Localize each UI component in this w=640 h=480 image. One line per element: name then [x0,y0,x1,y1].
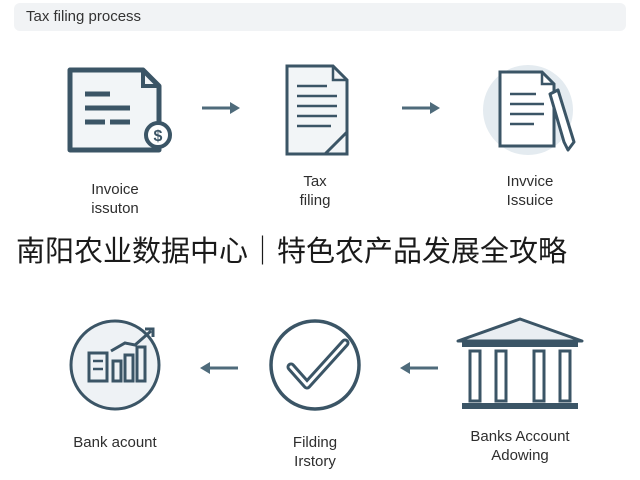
title-bar: Tax filing process [14,3,626,31]
arrow-right-2 [402,102,440,114]
arrow-left-2 [400,362,438,374]
signed-document-icon [483,65,576,155]
checkmark-circle-icon [269,319,361,411]
bank-building-icon [456,317,584,409]
tax-document-icon [285,64,349,156]
banner-text: 南阳农业数据中心｜特色农产品发展全攻略 [16,234,568,268]
node-bank-acount: Bank acount [45,315,185,452]
svg-text:$: $ [154,128,163,145]
arrow-right-1 [202,102,240,114]
arrow-left-1 [200,362,238,374]
diagram-title: Tax filing process [26,8,142,25]
chart-growth-icon [69,319,161,411]
banner: 南阳农业数据中心｜特色农产品发展全攻略 [0,222,640,270]
node-label: Bank acount [73,434,157,451]
invoice-document-icon: $ [67,67,172,153]
